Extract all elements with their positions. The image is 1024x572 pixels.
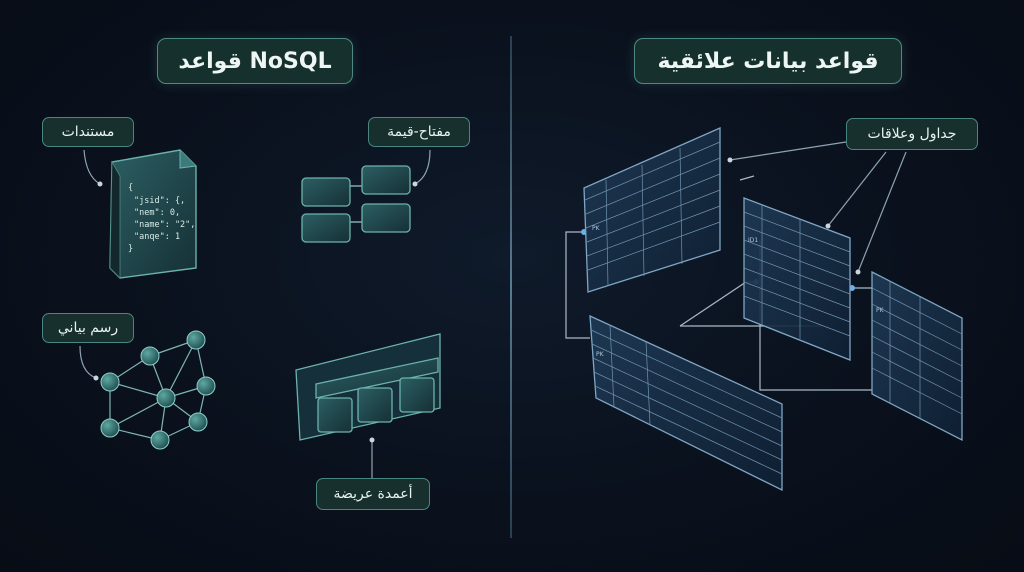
- table-2: ID1: [743, 197, 851, 361]
- key-value-icon: [301, 165, 411, 243]
- label-graph: رسم بياني: [42, 313, 134, 343]
- label-key-value: مفتاح-قيمة: [368, 117, 470, 147]
- wide-column-icon: [295, 333, 441, 441]
- table-4: PK: [589, 314, 783, 492]
- nosql-title: قواعد NoSQL: [157, 38, 353, 84]
- svg-text:"anqe": 1: "anqe": 1: [134, 232, 180, 242]
- svg-text:ID1: ID1: [748, 237, 758, 244]
- svg-text:PK: PK: [596, 351, 605, 358]
- graph-connector: [79, 345, 99, 381]
- widecolumn-connector: [369, 437, 375, 478]
- label-tables-relations: جداول وعلاقات: [846, 118, 978, 150]
- svg-text:PK: PK: [876, 307, 885, 314]
- graph-icon: [100, 330, 216, 450]
- table-1: PK: [583, 127, 721, 293]
- svg-text:PK: PK: [592, 225, 601, 232]
- label-documents: مستندات: [42, 117, 134, 147]
- tables-connector: [727, 141, 907, 275]
- documents-connector: [83, 149, 103, 187]
- document-icon: { "jsid": {, "nem": 0, "name": "2", "anq…: [109, 149, 197, 279]
- table-3: PK: [871, 270, 963, 442]
- keyvalue-connector: [412, 149, 431, 187]
- svg-text:"name": "2",: "name": "2",: [134, 220, 195, 230]
- document-code: { "jsid": {, "nem": 0, "name": "2", "anq…: [128, 183, 195, 254]
- relational-title: قواعد بيانات علائقية: [634, 38, 902, 84]
- svg-text:{: {: [128, 183, 133, 193]
- section-divider: [510, 36, 512, 538]
- label-wide-column: أعمدة عريضة: [316, 478, 430, 510]
- svg-text:"nem": 0,: "nem": 0,: [134, 208, 180, 218]
- svg-text:"jsid": {,: "jsid": {,: [134, 196, 185, 206]
- svg-text:}: }: [128, 244, 133, 254]
